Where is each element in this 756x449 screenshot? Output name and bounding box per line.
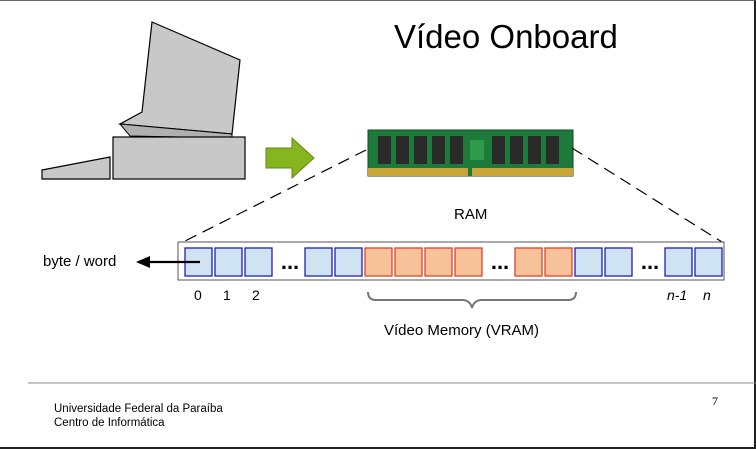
slide-title: Vídeo Onboard: [394, 18, 618, 55]
computer-icon: [41, 21, 246, 180]
byte-word-label: byte / word: [43, 253, 117, 270]
memory-cell: [574, 247, 603, 277]
zoom-line-left: [182, 149, 367, 243]
vram-brace: [367, 291, 577, 309]
vram-cell: [454, 247, 483, 277]
vram-cell: [544, 247, 573, 277]
arrow-right-icon: [265, 136, 315, 180]
memory-cell: [214, 247, 243, 277]
page-number: 7: [712, 394, 718, 408]
memory-cell: [664, 247, 693, 277]
footer-center: Centro de Informática: [54, 417, 165, 429]
memory-cell: [334, 247, 363, 277]
arrow-left-icon: [136, 256, 200, 268]
index-0-label: 0: [194, 287, 202, 303]
footer-university: Universidade Federal da Paraíba: [54, 403, 223, 415]
vram-cell: [394, 247, 423, 277]
ellipsis-gap: ...: [491, 249, 509, 274]
index-1-label: 1: [223, 287, 231, 303]
ellipsis-gap: ...: [281, 249, 299, 274]
index-n-label: n: [703, 287, 711, 303]
memory-cells: .........: [184, 247, 723, 277]
memory-cell: [244, 247, 273, 277]
vram-label: Vídeo Memory (VRAM): [384, 322, 540, 339]
memory-cell: [304, 247, 333, 277]
ram-module-icon: [367, 129, 574, 177]
zoom-line-right: [571, 147, 723, 243]
index-2-label: 2: [252, 287, 260, 303]
memory-cell: [694, 247, 723, 277]
memory-cell: [604, 247, 633, 277]
vram-cell: [364, 247, 393, 277]
ellipsis-gap: ...: [641, 249, 659, 274]
ram-label: RAM: [454, 206, 488, 223]
vram-cell: [514, 247, 543, 277]
vram-cell: [424, 247, 453, 277]
index-n-minus-1-label: n-1: [667, 287, 688, 303]
